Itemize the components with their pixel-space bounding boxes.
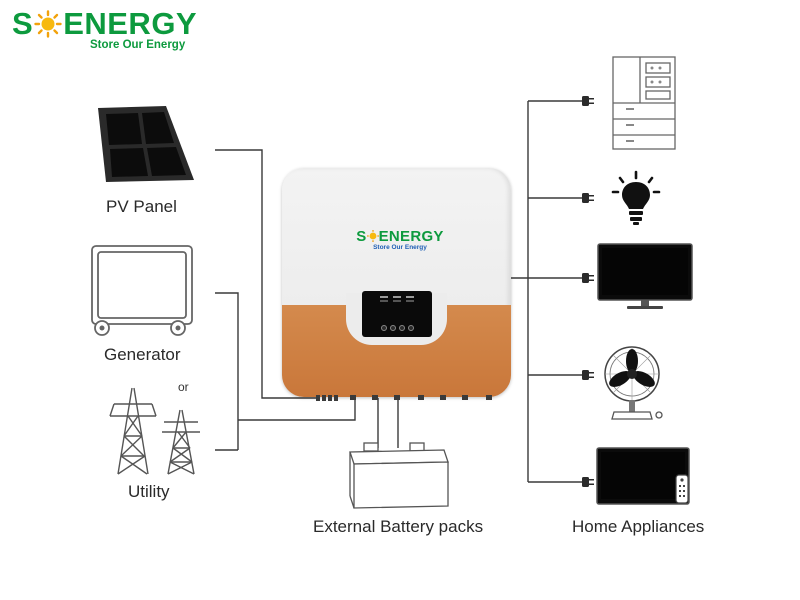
brand-letter-s: S	[12, 6, 34, 41]
fan-icon	[604, 346, 663, 420]
plug-connectors	[582, 96, 594, 487]
generator-label: Generator	[104, 345, 181, 364]
plug-icon	[582, 193, 594, 203]
remote-control-icon	[675, 474, 689, 504]
battery-icon	[349, 442, 449, 509]
refrigerator-icon	[612, 56, 676, 150]
lcd-indicators	[380, 296, 414, 331]
battery-label: External Battery packs	[313, 517, 484, 536]
inverter-ports	[316, 395, 492, 401]
pv-connection-line	[215, 149, 318, 399]
plug-icon	[582, 477, 594, 487]
inverter-tagline: Store Our Energy	[373, 244, 427, 251]
generator-icon	[91, 245, 193, 336]
utility-label: Utility	[128, 482, 170, 501]
inverter-lcd-screen	[362, 291, 432, 337]
light-bulb-icon	[611, 170, 661, 225]
grid-connection-line	[238, 400, 356, 421]
sun-icon	[366, 230, 379, 242]
plug-icon	[582, 96, 594, 106]
plug-icon	[582, 273, 594, 283]
power-tower-icon	[109, 387, 200, 475]
brand-letters-energy: ENERGY	[63, 6, 198, 41]
home-appliances-label: Home Appliances	[572, 517, 705, 536]
or-text: or	[178, 380, 189, 394]
tv-icon	[596, 447, 690, 505]
generator-connection-line	[215, 292, 239, 450]
monitor-icon	[597, 243, 693, 309]
plug-icon	[582, 370, 594, 380]
solar-panel-icon	[98, 106, 194, 182]
sun-icon	[34, 10, 62, 38]
brand-wordmark: S ENERGY	[12, 6, 197, 42]
brand-logo: S ENERGY Store Our Energy	[12, 6, 212, 54]
brand-tagline: Store Our Energy	[90, 39, 186, 51]
pv-panel-label: PV Panel	[106, 197, 177, 216]
